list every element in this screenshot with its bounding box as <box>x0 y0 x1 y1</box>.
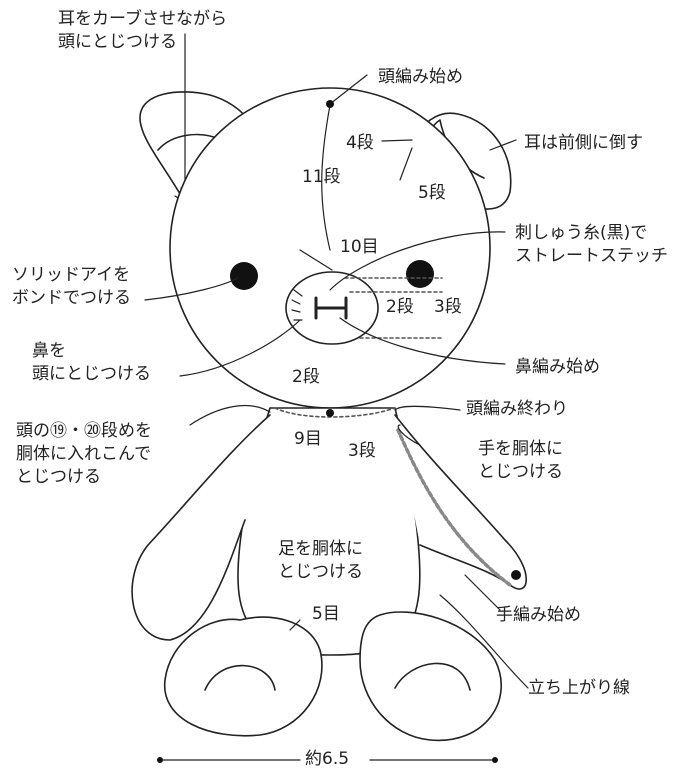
label-head-4: 4段 <box>346 133 374 153</box>
label-arm-attach: 手を胴体に とじつける <box>478 439 563 482</box>
width-right-dot <box>492 757 498 763</box>
label-eyes: ソリッドアイを ボンドでつける <box>12 265 131 308</box>
label-leg-attach: 足を胴体に とじつける <box>278 539 363 582</box>
label-nose-attach: 鼻を 頭にとじつける <box>32 341 151 384</box>
label-nose-3: 3段 <box>434 297 462 317</box>
label-head-end: 頭編み終わり <box>466 399 568 419</box>
label-leg-5: 5目 <box>312 604 340 624</box>
right-leg-pad <box>394 662 471 691</box>
label-width: 約6.5 <box>305 749 350 769</box>
left-ear <box>139 91 246 209</box>
leader-lines <box>144 33 529 761</box>
body <box>237 407 421 656</box>
right-eye <box>406 260 434 288</box>
label-embroidery: 刺しゅう糸(黒)で ストレートステッチ <box>515 223 668 266</box>
label-nose-start: 鼻編み始め <box>515 357 600 377</box>
nose-stitch <box>314 296 348 320</box>
label-neck-3: 3段 <box>348 441 376 461</box>
label-head-11: 11段 <box>302 167 341 187</box>
right-arm <box>394 414 528 590</box>
label-arm-start: 手編み始め <box>496 605 581 625</box>
guide-lines <box>344 277 443 339</box>
width-left-dot <box>157 757 163 763</box>
label-nose-2: 2段 <box>386 297 414 317</box>
label-head-rows: 頭の⑲・⑳段めを 胴体に入れこんで とじつける <box>16 421 152 487</box>
arm-start-dot <box>511 570 521 580</box>
label-neck-9: 9目 <box>294 429 322 449</box>
right-arm-chain <box>396 428 512 587</box>
label-head-start: 頭編み始め <box>378 67 463 87</box>
label-head-10: 10目 <box>340 237 379 257</box>
left-eye <box>230 262 258 290</box>
left-arm <box>131 414 271 641</box>
label-neck-2: 2段 <box>292 367 320 387</box>
label-ear-attach: 耳をカーブさせながら 頭にとじつける <box>58 9 227 52</box>
neck-dot <box>326 409 334 417</box>
head-start-dot <box>326 100 334 108</box>
label-head-5: 5段 <box>418 183 446 203</box>
left-leg <box>163 616 323 737</box>
right-leg <box>359 611 502 742</box>
label-ear-fold: 耳は前側に倒す <box>524 133 643 153</box>
left-leg-pad <box>204 664 276 691</box>
muzzle-stitch <box>291 289 303 321</box>
label-rise-line: 立ち上がり線 <box>528 678 630 698</box>
neck-stitch <box>274 407 396 418</box>
